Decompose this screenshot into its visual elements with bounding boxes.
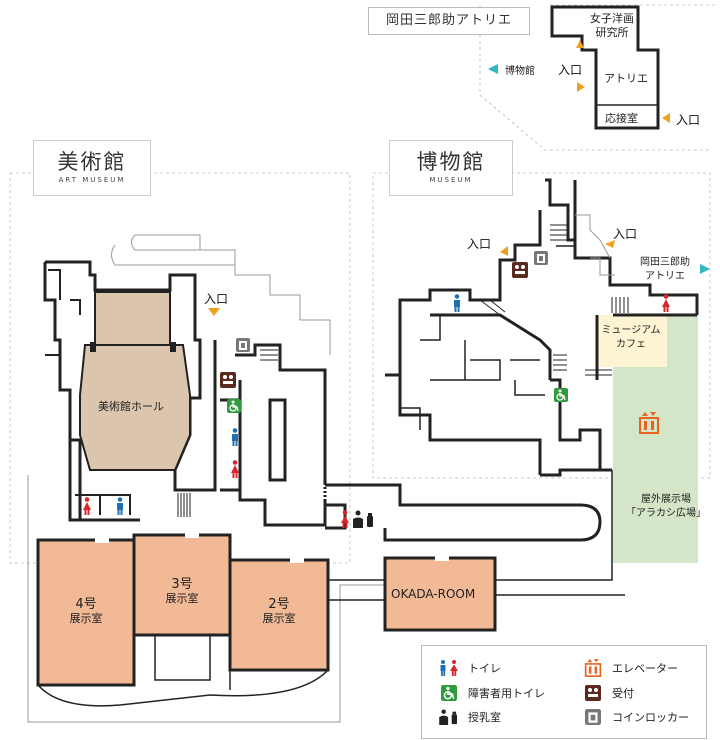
legend-nursing-room: 授乳室 [438, 709, 501, 725]
room-2-number: 2号 [268, 597, 290, 612]
exhibition-room-2 [228, 558, 330, 672]
legend-elevator-label: エレベーター [612, 662, 678, 675]
okada-atelier-tag-text: 岡田三郎助アトリエ [385, 13, 512, 28]
museum-subtitle: MUSEUM [429, 176, 473, 184]
museum-entrance-1: 入口 [467, 237, 492, 251]
wheelchair-icon [227, 399, 241, 413]
girls-western-painting-institute-label: 女子洋画 研究所 [590, 12, 634, 39]
toilet-men-icon [117, 497, 123, 515]
reception-room-label: 応接室 [605, 112, 638, 125]
wheelchair-icon [438, 685, 460, 701]
reception-icon [220, 372, 236, 388]
toilet-men-icon [232, 428, 238, 446]
exhibition-room-4-label: 4号 展示室 [38, 598, 134, 626]
nursing-room-icon [353, 510, 373, 528]
reception-icon [582, 685, 604, 701]
coin-locker-icon [534, 251, 548, 265]
museum-cafe-label: ミュージアム カフェ [601, 325, 661, 350]
toilet-women-icon [231, 460, 239, 478]
exhibition-room-4 [36, 538, 136, 687]
art-museum-entrance: 入口 [204, 292, 229, 306]
wheelchair-icon [554, 388, 568, 402]
outdoor-exhibition-label: 屋外展示場 「アラカシ広場」 [626, 494, 706, 519]
atelier-entrance-1: 入口 [558, 63, 583, 77]
room-2-name: 展示室 [262, 612, 296, 625]
nursing-room-icon [438, 709, 460, 725]
coin-locker-icon [236, 338, 250, 352]
atelier-entrance-2: 入口 [676, 113, 701, 127]
toilet-icon [438, 660, 460, 676]
toilet-women-icon [83, 497, 91, 515]
museum-tag: 博物館 MUSEUM [389, 140, 513, 196]
legend-reception: 受付 [582, 685, 634, 701]
entrance-arrows [208, 40, 670, 316]
legend-accessible-toilet: 障害者用トイレ [438, 685, 545, 701]
okada-room [383, 556, 497, 632]
map-legend: トイレ 障害者用トイレ 授乳室 エレベーター 受付 コインロッカー [421, 645, 707, 739]
exhibition-room-2-label: 2号 展示室 [230, 598, 328, 626]
museum-entrance-2: 入口 [613, 227, 638, 241]
legend-toilet: トイレ [438, 660, 501, 676]
exhibition-room-3-label: 3号 展示室 [134, 578, 230, 606]
museum-hall-label: 美術館ホール [98, 400, 164, 413]
room-4-number: 4号 [75, 597, 97, 612]
museum-hall-area [79, 291, 191, 471]
elevator-icon [639, 412, 659, 434]
museum-title: 博物館 [416, 150, 486, 174]
legend-toilet-label: トイレ [468, 662, 501, 675]
okada-room-label: OKADA-ROOM [391, 587, 476, 601]
room-3-name: 展示室 [165, 592, 199, 605]
art-museum-subtitle: ART MUSEUM [58, 176, 126, 184]
room-3-number: 3号 [171, 577, 193, 592]
legend-accessible-toilet-label: 障害者用トイレ [468, 687, 545, 700]
legend-elevator: エレベーター [582, 659, 678, 677]
coin-locker-icon [582, 709, 604, 725]
room-4-name: 展示室 [69, 612, 103, 625]
art-museum-tag: 美術館 ART MUSEUM [33, 140, 151, 196]
toilet-women-icon [341, 510, 349, 528]
toilet-women-icon [662, 294, 670, 312]
reception-icon [512, 262, 528, 278]
okada-atelier-tag: 岡田三郎助アトリエ [368, 7, 530, 35]
museum-cafe-area [597, 315, 667, 367]
legend-coin-locker: コインロッカー [582, 709, 689, 725]
hakubutsukan-link[interactable]: 博物館 [505, 66, 535, 77]
legend-reception-label: 受付 [612, 687, 634, 700]
toilet-men-icon [454, 294, 460, 312]
art-museum-title: 美術館 [57, 150, 127, 174]
elevator-icon [582, 659, 604, 677]
atelier-label: アトリエ [604, 72, 648, 85]
okada-atelier-link[interactable]: 岡田三郎助 アトリエ [640, 257, 690, 282]
legend-nursing-room-label: 授乳室 [468, 711, 501, 724]
legend-coin-locker-label: コインロッカー [612, 711, 689, 724]
